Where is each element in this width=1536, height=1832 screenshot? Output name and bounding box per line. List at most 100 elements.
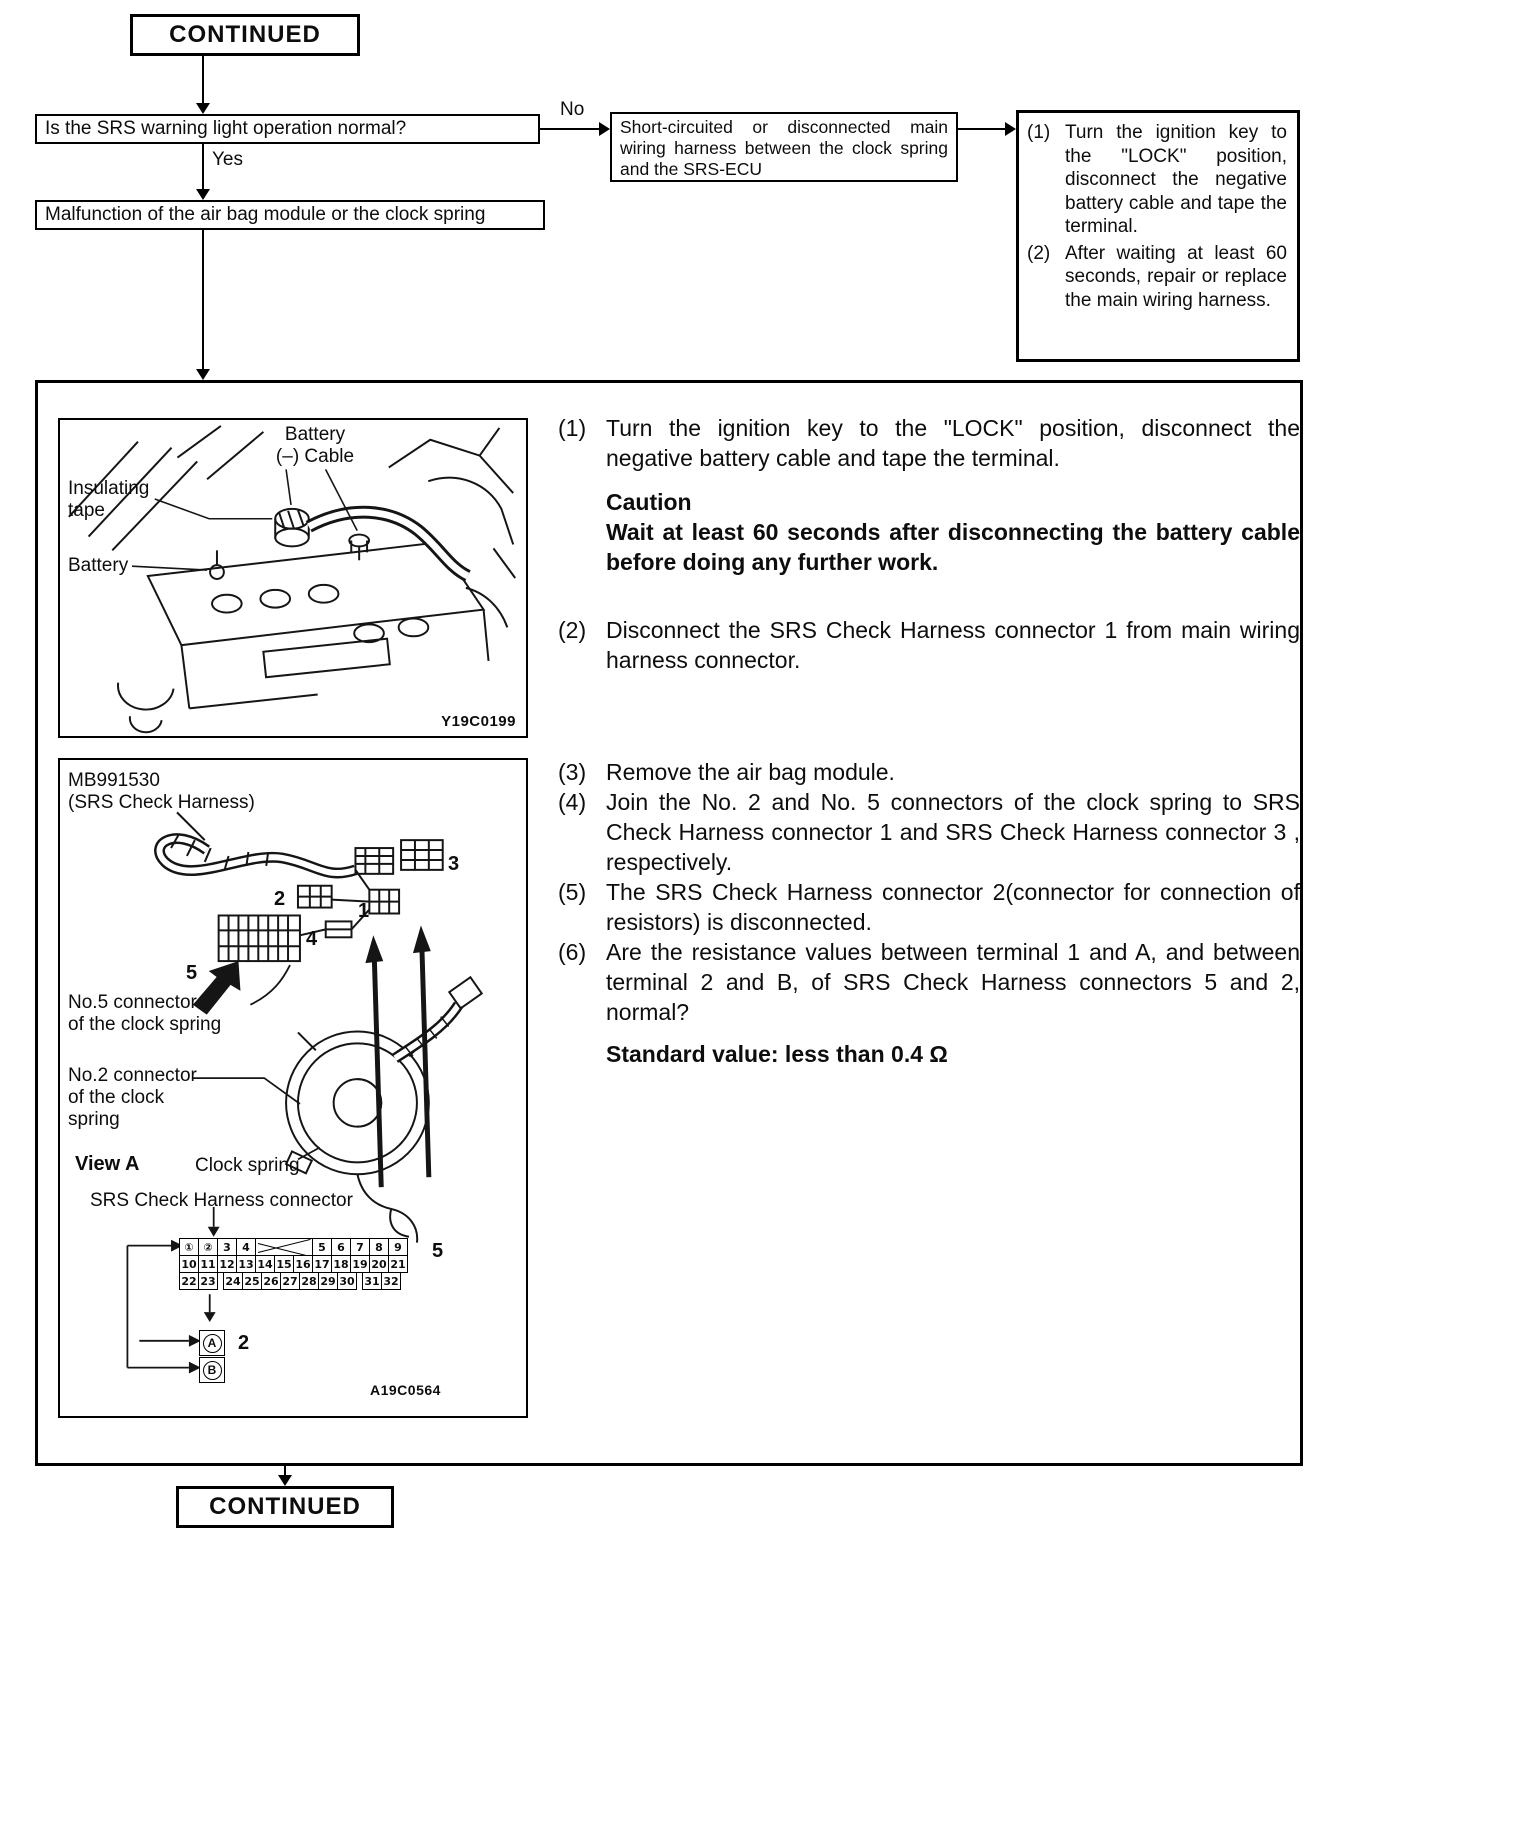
clock-spring-label: Clock spring [195, 1155, 300, 1176]
no2-connector-label: No.2 connector of the clock spring [68, 1065, 197, 1130]
pin-cell: 19 [350, 1255, 370, 1273]
pin-cell: 25 [242, 1272, 262, 1290]
pin-cell: 16 [293, 1255, 313, 1273]
pin-cell: 17 [312, 1255, 332, 1273]
callout-5: 5 [186, 962, 198, 984]
callout-3: 3 [448, 853, 460, 875]
pin-cell: 32 [381, 1272, 401, 1290]
figure-battery: Battery (–) Cable Insulating tape Batter… [58, 418, 528, 738]
step-text: The SRS Check Harness connector 2(connec… [606, 879, 1300, 935]
step-number: (2) [558, 617, 587, 643]
step-3: (3) Remove the air bag module. [558, 757, 1300, 787]
step-number: (3) [558, 759, 587, 785]
no5-connector-label: No.5 connector of the clock spring [68, 992, 222, 1035]
battery-cable-drawing [305, 505, 471, 582]
pin-cell: 30 [337, 1272, 357, 1290]
branch-cause-box: Short-circuited or disconnected main wir… [610, 112, 958, 182]
terminal-a-letter: A [202, 1333, 222, 1353]
step-6: (6) Are the resistance values between te… [558, 937, 1300, 1027]
terminal-a: A [199, 1330, 225, 1356]
step-5: (5) The SRS Check Harness connector 2(co… [558, 877, 1300, 937]
remedy-box: (1) Turn the ignition key to the "LOCK" … [1016, 110, 1300, 362]
step-text: Join the No. 2 and No. 5 connectors of t… [606, 789, 1300, 875]
step-text: Turn the ignition key to the "LOCK" posi… [606, 415, 1300, 471]
battery-label: Battery [68, 555, 129, 576]
pin-grid-gap [255, 1238, 313, 1256]
remedy-item-text: After waiting at least 60 seconds, repai… [1065, 242, 1287, 311]
remedy-item: (2) After waiting at least 60 seconds, r… [1027, 242, 1287, 313]
pin-cell: 5 [312, 1238, 332, 1256]
pin-cell: 29 [318, 1272, 338, 1290]
terminal-b: B [199, 1357, 225, 1383]
step-number: (5) [558, 879, 587, 905]
leader-lines [131, 469, 358, 571]
remedy-item-text: Turn the ignition key to the "LOCK" posi… [1065, 122, 1287, 237]
arrow-down-icon [196, 103, 210, 114]
terminal-2-callout: 2 [238, 1332, 250, 1354]
step-text: Disconnect the SRS Check Harness connect… [606, 617, 1300, 673]
pin-cell: 27 [280, 1272, 300, 1290]
remedy-item-number: (1) [1027, 122, 1051, 143]
grid-callout-5: 5 [432, 1240, 444, 1262]
pin-cell: 11 [198, 1255, 218, 1273]
pin-cell: 15 [274, 1255, 294, 1273]
pin-cell: 23 [198, 1272, 218, 1290]
clock-spring-cable [392, 975, 484, 1063]
view-a-label: View A [75, 1153, 140, 1175]
pin-cell: 26 [261, 1272, 281, 1290]
flow-line [540, 128, 599, 130]
srs-connector-label: SRS Check Harness connector [90, 1190, 353, 1211]
flow-line [958, 128, 1005, 130]
callout-2: 2 [274, 888, 286, 910]
pin-cell: 6 [331, 1238, 351, 1256]
pin-cell: 14 [255, 1255, 275, 1273]
step-number: (4) [558, 789, 587, 815]
pin-cell: 4 [236, 1238, 256, 1256]
arrow-down-icon [278, 1475, 292, 1486]
procedure-steps: (1) Turn the ignition key to the "LOCK" … [558, 413, 1300, 1069]
step-text: Are the resistance values between termin… [606, 939, 1300, 1025]
no-label: No [560, 99, 585, 120]
step-4: (4) Join the No. 2 and No. 5 connectors … [558, 787, 1300, 877]
figure-code: Y19C0199 [441, 713, 516, 730]
pin-cell: 18 [331, 1255, 351, 1273]
pin-cell: 8 [369, 1238, 389, 1256]
result-box: Malfunction of the air bag module or the… [35, 200, 545, 230]
step-text: Remove the air bag module. [606, 759, 895, 785]
question-box: Is the SRS warning light operation norma… [35, 114, 540, 144]
arrow-right-icon [1005, 122, 1016, 136]
pin-cell: 21 [388, 1255, 408, 1273]
pin-cell: 3 [217, 1238, 237, 1256]
procedure-panel: Battery (–) Cable Insulating tape Batter… [35, 380, 1303, 1466]
pin-cell: 7 [350, 1238, 370, 1256]
continued-top-box: CONTINUED [130, 14, 360, 56]
pin-cell: ① [179, 1238, 199, 1256]
figure-harness: MB991530 (SRS Check Harness) 3 2 1 4 5 N… [58, 758, 528, 1418]
flow-line [202, 230, 204, 369]
pin-cell: 22 [179, 1272, 199, 1290]
pin-cell: 24 [223, 1272, 243, 1290]
flow-line [202, 144, 204, 189]
arrow-down-icon [196, 369, 210, 380]
flow-line [284, 1466, 286, 1476]
step-number: (6) [558, 939, 587, 965]
pin-cell: 12 [217, 1255, 237, 1273]
flow-line [202, 56, 204, 103]
harness-illustration [126, 811, 484, 1374]
yes-label: Yes [212, 149, 243, 170]
remedy-item-number: (2) [1027, 242, 1051, 264]
step-1: (1) Turn the ignition key to the "LOCK" … [558, 413, 1300, 473]
pin-cell: 9 [388, 1238, 408, 1256]
up-arrow-icons [365, 925, 432, 1188]
caution-title: Caution [606, 489, 692, 515]
leader-lines [126, 964, 321, 1369]
pin-cell: 10 [179, 1255, 199, 1273]
terminal-b-letter: B [202, 1360, 222, 1380]
pin-cell: 20 [369, 1255, 389, 1273]
pin-cell: 31 [362, 1272, 382, 1290]
standard-value: Standard value: less than 0.4 Ω [606, 1041, 948, 1067]
